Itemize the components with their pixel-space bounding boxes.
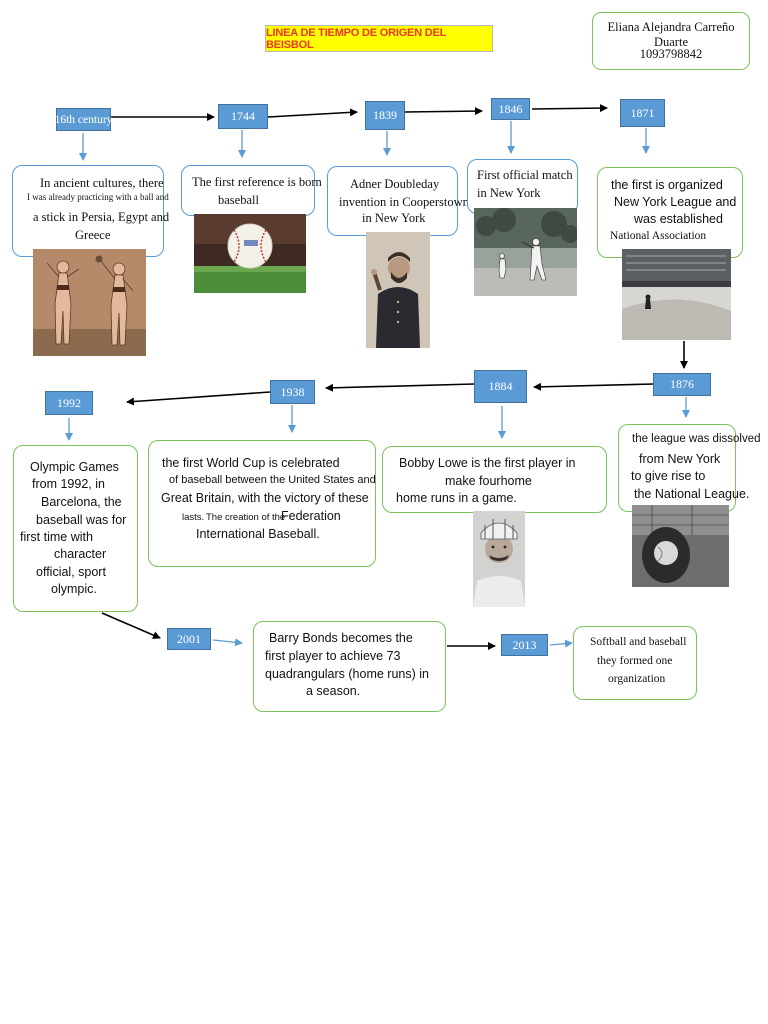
event-text-line: first player to achieve 73 bbox=[265, 649, 401, 663]
event-1992-box: Olympic Games from 1992, in Barcelona, t… bbox=[13, 445, 138, 612]
event-text-line: Adner Doubleday bbox=[350, 177, 440, 191]
event-text-line: in New York bbox=[477, 186, 541, 200]
event-text-line: I was already practicing with a ball and bbox=[27, 192, 169, 202]
year-2001: 2001 bbox=[167, 628, 211, 650]
year-1938: 1938 bbox=[270, 380, 315, 404]
arrow-1744-to-1839 bbox=[267, 108, 358, 118]
event-text-line: in New York bbox=[362, 211, 426, 225]
event-text-line: a season. bbox=[306, 684, 361, 698]
event-text-line: olympic. bbox=[51, 582, 97, 596]
event-text-line: Barcelona, the bbox=[41, 495, 122, 509]
year-1992: 1992 bbox=[45, 391, 93, 415]
author-id: 1093798842 bbox=[639, 47, 703, 61]
event-text-line: invention in Cooperstown bbox=[339, 195, 469, 209]
event-1938-box: the first World Cup is celebrated of bas… bbox=[148, 440, 376, 567]
event-text-line: was established bbox=[634, 212, 723, 226]
arrow-1876-to-1884 bbox=[533, 382, 655, 391]
event-1846-box: First official match in New York bbox=[467, 159, 578, 214]
arrow-1884-to-1938 bbox=[325, 383, 475, 392]
event-text-line: they formed one bbox=[597, 655, 673, 667]
first-match-photo bbox=[474, 208, 577, 296]
arrow-1839-to-1846 bbox=[404, 107, 483, 116]
event-text-line: In ancient cultures, there bbox=[40, 176, 164, 190]
event-1871-box: the first is organized New York League a… bbox=[597, 167, 743, 258]
event-text-line: the league was dissolved bbox=[632, 433, 761, 445]
event-text-line: Federation bbox=[281, 509, 341, 523]
event-text-line: of baseball between the United States an… bbox=[169, 474, 376, 486]
event-text-line: from 1992, in bbox=[32, 477, 105, 491]
event-text-line: organization bbox=[608, 673, 666, 685]
event-text-line: Bobby Lowe is the first player in bbox=[399, 456, 576, 470]
event-text-line: official, sport bbox=[36, 565, 106, 579]
baseball-glove-photo bbox=[632, 505, 729, 587]
event-text-line: Great Britain, with the victory of these bbox=[161, 491, 369, 505]
arrow-1992box-to-2001 bbox=[101, 612, 161, 639]
event-text-line: baseball bbox=[218, 193, 259, 207]
event-text-line: Barry Bonds becomes the bbox=[269, 631, 413, 645]
event-text-line: character bbox=[54, 547, 107, 561]
event-1839-box: Adner Doubleday invention in Cooperstown… bbox=[327, 166, 469, 236]
event-text-line: lasts. bbox=[182, 512, 205, 523]
event-text-line: home runs in a game. bbox=[396, 491, 517, 505]
event-text-line: the first World Cup is celebrated bbox=[162, 456, 340, 470]
event-text-line: baseball was for bbox=[36, 513, 127, 527]
event-text-line: from New York bbox=[639, 452, 721, 466]
event-text-line: The creation of the bbox=[206, 512, 286, 523]
event-text-line: International Baseball. bbox=[196, 527, 320, 541]
event-1876-box: the league was dissolved from New York t… bbox=[618, 424, 761, 512]
event-text-line: National Association bbox=[610, 230, 707, 242]
event-text-line: quadrangulars (home runs) in bbox=[265, 667, 429, 681]
event-text-line: Olympic Games bbox=[30, 460, 119, 474]
arrow-1938-to-1992 bbox=[126, 391, 271, 406]
event-2001-box: Barry Bonds becomes the first player to … bbox=[253, 621, 446, 712]
author-name: Eliana Alejandra Carreño Duarte bbox=[607, 20, 735, 49]
event-text-line: make fourhome bbox=[445, 474, 532, 488]
event-text-line: to give rise to bbox=[631, 469, 706, 483]
event-1744-box: The first reference is born baseball bbox=[181, 165, 322, 216]
event-16th-century-box: In ancient cultures, there I was already… bbox=[12, 165, 169, 257]
baseball-ball-photo bbox=[194, 214, 306, 293]
year-1871: 1871 bbox=[620, 99, 665, 127]
author-box: Eliana Alejandra Carreño Duarte 10937988… bbox=[592, 12, 750, 70]
page-title: LINEA DE TIEMPO DE ORIGEN DEL BEISBOL bbox=[265, 25, 493, 52]
year-2013: 2013 bbox=[501, 634, 548, 656]
year-1846: 1846 bbox=[491, 98, 530, 120]
event-1884-box: Bobby Lowe is the first player in make f… bbox=[382, 446, 607, 513]
abner-doubleday-portrait-photo bbox=[366, 232, 430, 348]
event-text-line: Greece bbox=[75, 228, 111, 242]
year-1839: 1839 bbox=[365, 101, 405, 130]
ancient-mosaic-photo bbox=[33, 249, 146, 356]
year-1876: 1876 bbox=[653, 373, 711, 396]
event-text-line: The first reference is born bbox=[192, 175, 322, 189]
arrow-1846-to-1871 bbox=[531, 104, 608, 113]
event-text-line: New York League and bbox=[614, 195, 737, 209]
year-16th-century: 16th century bbox=[55, 108, 112, 131]
event-text-line: First official match bbox=[477, 168, 573, 182]
event-text-line: first time with bbox=[20, 530, 93, 544]
event-text-line: a stick in Persia, Egypt and bbox=[33, 210, 170, 224]
event-2013-box: Softball and baseball they formed one or… bbox=[573, 626, 697, 700]
year-1744: 1744 bbox=[218, 104, 268, 129]
year-1884: 1884 bbox=[474, 370, 527, 403]
event-text-line: the first is organized bbox=[611, 178, 723, 192]
bobby-lowe-portrait-photo bbox=[473, 511, 525, 607]
event-text-line: the National League. bbox=[634, 487, 750, 501]
event-text-line: Softball and baseball bbox=[590, 636, 687, 648]
stadium-game-photo bbox=[622, 249, 731, 340]
